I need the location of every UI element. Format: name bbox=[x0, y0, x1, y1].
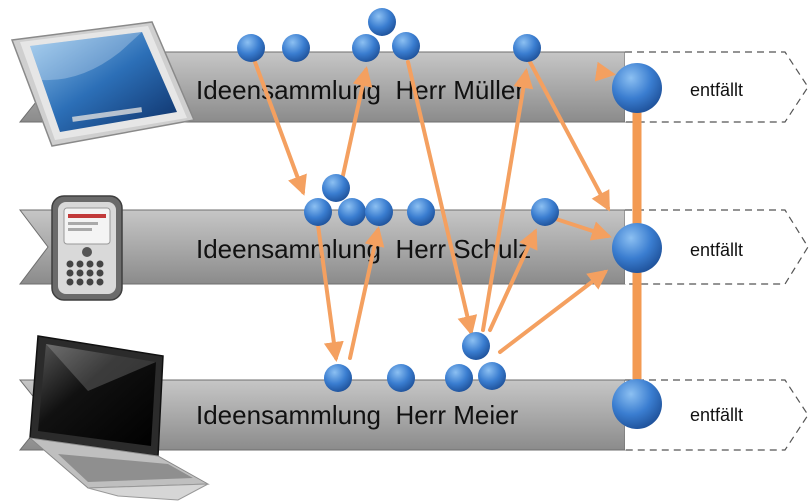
node-endpoint bbox=[612, 223, 662, 273]
arrow-9 bbox=[528, 60, 610, 212]
node bbox=[392, 32, 420, 60]
smartphone-device-icon bbox=[51, 195, 123, 301]
arrow-4 bbox=[348, 226, 385, 360]
arrows bbox=[253, 60, 616, 362]
end-label-2: entfällt bbox=[690, 240, 743, 260]
arrow-10 bbox=[551, 216, 612, 241]
node-group-lane-1 bbox=[237, 8, 662, 113]
node bbox=[282, 34, 310, 62]
node bbox=[531, 198, 559, 226]
lane-band-3 bbox=[18, 379, 809, 451]
node bbox=[304, 198, 332, 226]
arrow-6 bbox=[481, 68, 534, 332]
node bbox=[237, 34, 265, 62]
node bbox=[445, 364, 473, 392]
tablet-device-icon bbox=[10, 21, 196, 147]
node bbox=[322, 174, 350, 202]
node bbox=[387, 364, 415, 392]
arrow-1 bbox=[253, 60, 307, 196]
node bbox=[365, 198, 393, 226]
node-group-lane-2 bbox=[304, 174, 662, 273]
arrow-7 bbox=[488, 228, 538, 332]
node bbox=[338, 198, 366, 226]
end-label-1: entfällt bbox=[690, 80, 743, 100]
node bbox=[407, 198, 435, 226]
node bbox=[478, 362, 506, 390]
node bbox=[324, 364, 352, 392]
node-endpoint bbox=[612, 63, 662, 113]
node bbox=[462, 332, 490, 360]
arrow-5 bbox=[406, 60, 478, 336]
node bbox=[513, 34, 541, 62]
lane-label-2: Ideensammlung Herr Schulz bbox=[196, 234, 531, 264]
node-endpoint bbox=[612, 379, 662, 429]
arrow-8 bbox=[498, 269, 609, 354]
arrow-2 bbox=[340, 66, 373, 182]
lane-label-3: Ideensammlung Herr Meier bbox=[196, 400, 519, 430]
node bbox=[368, 8, 396, 36]
node-group-lane-3 bbox=[324, 332, 662, 429]
arrow-3 bbox=[316, 223, 344, 362]
end-label-3: entfällt bbox=[690, 405, 743, 425]
convertible-laptop-device-icon bbox=[28, 335, 210, 501]
node bbox=[352, 34, 380, 62]
